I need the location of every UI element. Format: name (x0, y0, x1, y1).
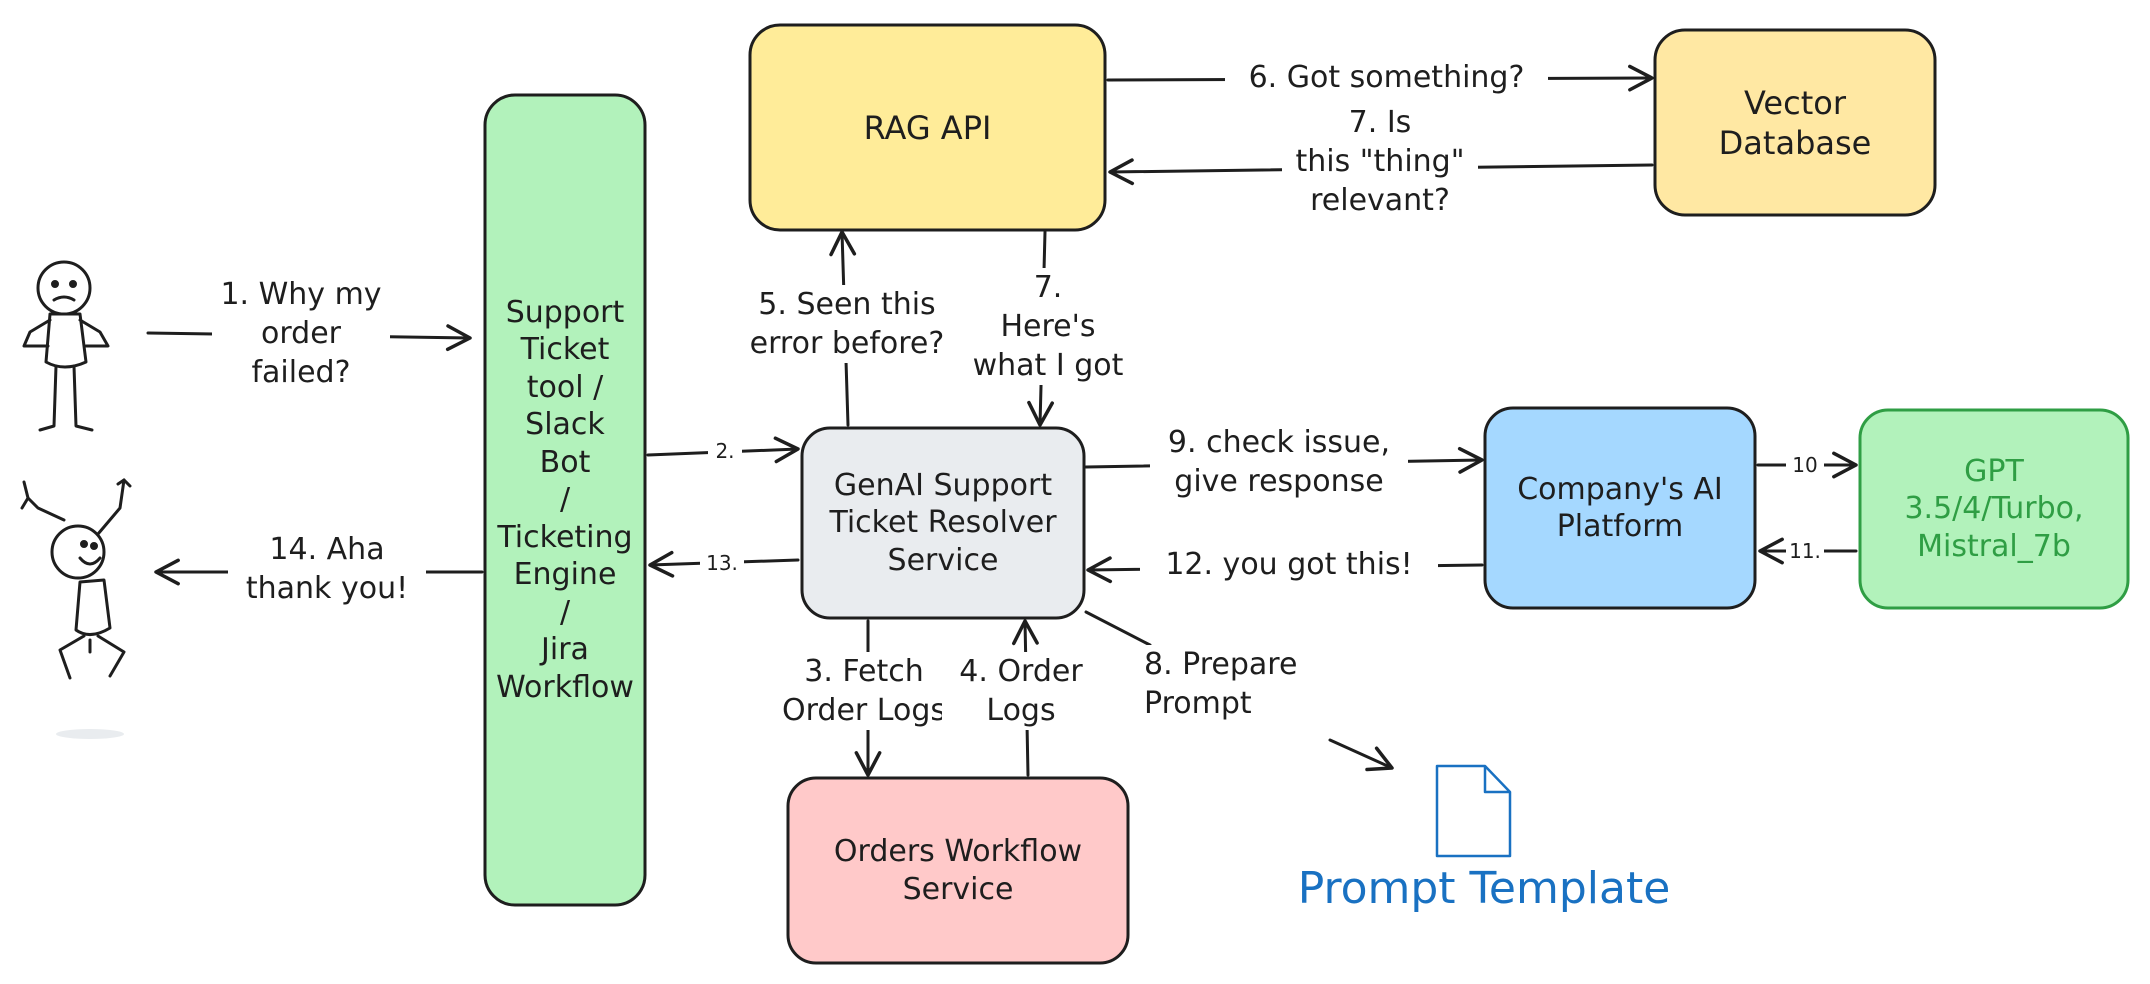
edge-9-label: 9. check issue, give response (1150, 423, 1408, 501)
edge-4-label: 4. Order Logs (942, 652, 1100, 730)
support-ticket-tool-box (483, 93, 647, 907)
ai-platform-box (1483, 406, 1757, 610)
edge-7b-label: 7. Here's what I got (946, 268, 1150, 385)
edge-8-label: 8. Prepare Prompt (1140, 645, 1328, 723)
edge-13-label: 13. (700, 550, 744, 576)
edge-3-label: 3. Fetch Order Logs (770, 652, 958, 730)
genai-resolver-label: GenAI Support Ticket Resolver Service (829, 467, 1057, 578)
edge-5-label: 5. Seen this error before? (728, 285, 966, 363)
edge-14-label: 14. Aha thank you! (228, 530, 426, 608)
orders-workflow-box (786, 776, 1130, 965)
document-icon (1435, 764, 1512, 858)
gpt-box (1858, 408, 2130, 610)
edge-6-label: 6. Got something? (1225, 58, 1548, 97)
vector-database-box (1653, 28, 1937, 217)
happy-stick-figure-icon (20, 478, 132, 739)
orders-workflow-label: Orders Workflow Service (833, 834, 1083, 907)
edge-8-line (1084, 610, 1392, 768)
ai-platform-label: Company's AI Platform (1517, 471, 1723, 545)
sad-stick-figure-icon (22, 260, 110, 432)
edge-2-label: 2. (708, 438, 742, 464)
edge-1-label: 1. Why my order failed? (212, 275, 390, 392)
support-ticket-tool-label: Support Ticket tool / Slack Bot / Ticket… (496, 294, 634, 705)
edge-11-label: 11. (1786, 538, 1824, 564)
vector-database-label: Vector Database (1718, 83, 1872, 162)
rag-api-box (748, 23, 1107, 232)
edge-10-label: 10 (1786, 452, 1824, 478)
genai-resolver-box (800, 426, 1086, 620)
edge-7a-label: 7. Is this "thing" relevant? (1282, 103, 1478, 220)
gpt-label: GPT 3.5/4/Turbo, Mistral_7b (1904, 453, 2084, 564)
rag-api-label: RAG API (863, 108, 992, 147)
prompt-template-label: Prompt Template (1297, 863, 1671, 914)
edge-12-label: 12. you got this! (1140, 545, 1438, 584)
